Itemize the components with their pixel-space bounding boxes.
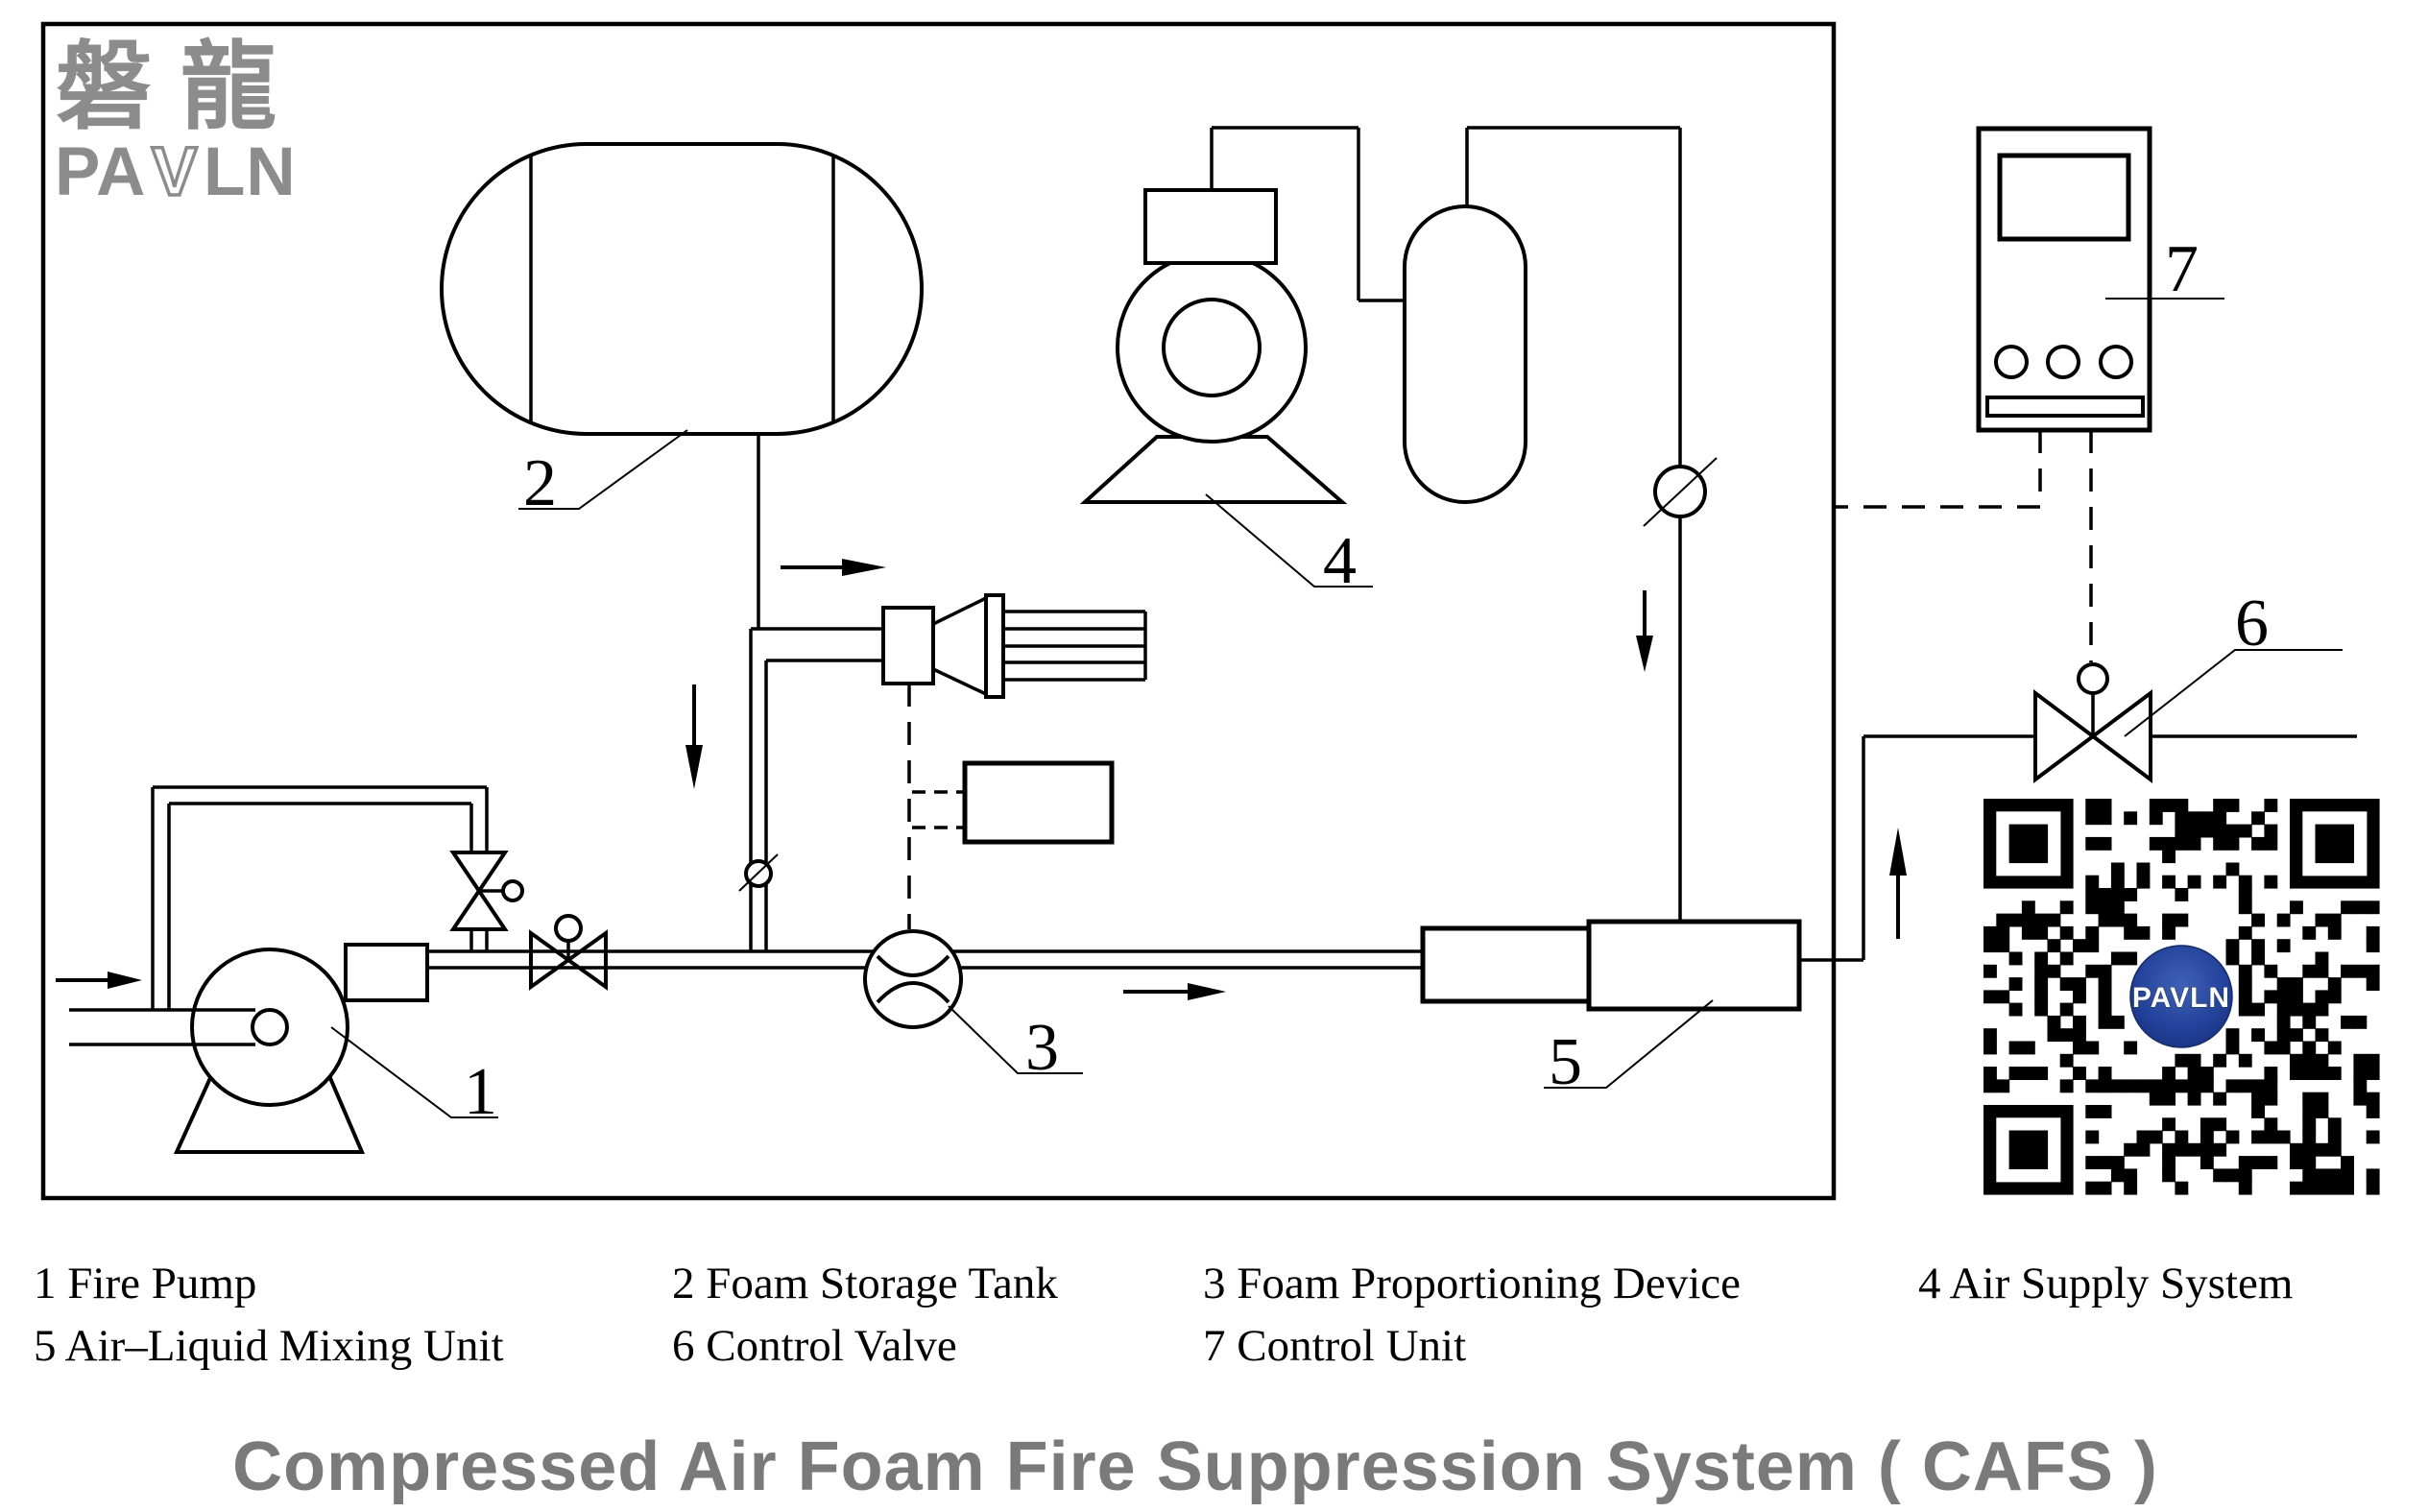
control-unit-button-2 [2046, 345, 2080, 379]
compressor-eye [1162, 298, 1262, 397]
foam-proportioning-device [863, 929, 963, 1029]
main-gate-valve [529, 914, 608, 991]
legend-control-unit: 7 Control Unit [1203, 1321, 1466, 1371]
control-unit-slot [1985, 396, 2145, 418]
bypass-valve-handwheel [501, 879, 524, 902]
riser-check-valve [1643, 457, 1718, 527]
mixing-unit-inlet-section [1420, 925, 1592, 1004]
label-mixing-unit: 5 [1549, 1025, 1582, 1099]
label-foam-tank: 2 [523, 446, 557, 520]
legend-foam-tank: 2 Foam Storage Tank [672, 1259, 1058, 1308]
control-unit-button-1 [1994, 345, 2029, 379]
control-unit-button-3 [2099, 345, 2133, 379]
mixing-unit-chamber [1586, 919, 1802, 1012]
foam-venturi-assembly [881, 593, 1147, 699]
qr-center-badge [2129, 945, 2233, 1048]
air-liquid-mixing-unit [1420, 919, 1802, 1012]
system-boundary-box [40, 21, 1837, 1201]
control-valve-actuator [2077, 662, 2109, 695]
logo-cjk-text: 磐龍 [56, 31, 305, 143]
foam-storage-tank [440, 142, 924, 436]
legend-mixing-unit: 5 Air–Liquid Mixing Unit [34, 1321, 504, 1371]
discharge-line [1799, 662, 2357, 962]
control-unit-display [1997, 153, 2131, 242]
leader-1 [330, 1026, 498, 1118]
label-control-unit: 7 [2165, 232, 2199, 306]
qr-badge-text: PAVLN [2132, 982, 2230, 1014]
leader-5 [1544, 999, 1714, 1089]
brand-logo: 磐龍 PA V LN [55, 31, 305, 212]
leader-4 [1205, 493, 1373, 588]
pump-bypass-line [151, 785, 524, 1010]
compressor-head [1143, 188, 1278, 265]
venturi-flange [984, 593, 1005, 699]
proportioner-control-lines [907, 684, 1115, 929]
drop-flow-arrow [685, 684, 703, 789]
compressor-base [1079, 435, 1348, 504]
venturi-inlet-block [881, 606, 935, 685]
logo-latin-pa: PA [55, 134, 146, 210]
sensor-box [962, 760, 1115, 845]
label-proportioner: 3 [1025, 1011, 1059, 1085]
riser-down-arrow [1636, 590, 1653, 672]
label-air-supply: 4 [1323, 524, 1357, 598]
bypass-valve [449, 851, 524, 931]
branch-flow-arrow [781, 559, 886, 576]
legend: 1 Fire Pump 2 Foam Storage Tank 3 Foam P… [34, 1259, 2293, 1371]
pump-shaft [251, 1008, 289, 1046]
control-valve [2033, 662, 2152, 783]
logo-latin-v-hollow: V [152, 134, 198, 210]
legend-fire-pump: 1 Fire Pump [34, 1259, 256, 1308]
label-control-valve: 6 [2235, 587, 2269, 660]
legend-proportioner: 3 Foam Proportioning Device [1203, 1259, 1741, 1308]
leader-3 [948, 1005, 1083, 1074]
control-signal-lines [1834, 430, 2093, 662]
logo-latin-ln: LN [204, 134, 297, 210]
air-receiver-vessel [1403, 204, 1527, 504]
control-unit [1834, 126, 2152, 662]
qr-code: PAVLN [1978, 793, 2385, 1200]
air-supply-system [1079, 126, 1680, 504]
label-fire-pump: 1 [464, 1055, 497, 1129]
pump-outlet [344, 943, 429, 1002]
tank-check-valve [738, 853, 779, 892]
legend-control-valve: 6 Control Valve [672, 1321, 957, 1371]
venturi-tubes [1003, 610, 1147, 682]
leader-6 [2124, 649, 2343, 737]
leader-2 [518, 429, 688, 510]
pump-body [190, 948, 349, 1107]
gate-valve-handwheel [554, 914, 583, 943]
compressor-body [1116, 252, 1308, 444]
discharge-up-arrow [1889, 828, 1907, 939]
fire-pump [56, 943, 429, 1154]
component-callouts: 1 2 3 4 5 6 7 [330, 232, 2343, 1129]
pipeline-flow-arrow [1123, 983, 1226, 1000]
page-title: Compressed Air Foam Fire Suppression Sys… [232, 1428, 2158, 1505]
tank-discharge-piping [685, 434, 886, 951]
inlet-flow-arrow [56, 972, 142, 989]
air-riser [1636, 128, 1718, 922]
legend-air-supply: 4 Air Supply System [1918, 1259, 2293, 1308]
qr-modules [1983, 799, 2380, 1195]
